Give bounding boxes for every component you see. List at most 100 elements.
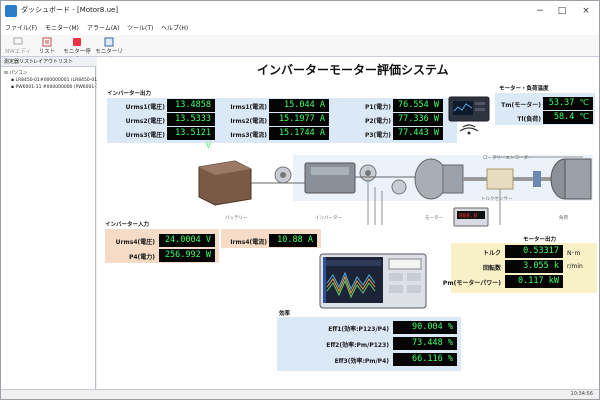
irms1-value: 15.044 A	[269, 99, 329, 112]
eff3-value: 66.116 %	[393, 353, 457, 366]
eff2-value: 73.448 %	[393, 337, 457, 350]
urms4-value: 24.0004 V	[159, 234, 215, 247]
battery-image	[198, 160, 252, 206]
tree-node-logger[interactable]: ▪ LR8450-01#000000001 (LR8450-01#4000	[11, 78, 112, 83]
list-button[interactable]: リスト	[37, 37, 57, 55]
app-icon	[5, 5, 17, 17]
motor-load-temp-title: モーター・負荷温度	[499, 86, 549, 92]
urms1-label: Urms1(電圧)	[125, 104, 165, 111]
battery-label: バッテリー	[225, 216, 248, 221]
torque-sensor-label: トルクセンサー	[481, 197, 513, 202]
p3-value: 77.443 W	[393, 127, 443, 140]
window-title: ダッシュボード - [Motor8.ue]	[21, 6, 119, 14]
system-diagram	[198, 155, 593, 225]
irms3-value: 15.1744 A	[269, 127, 329, 140]
tl-value: 58.4 ℃	[543, 111, 593, 124]
irms3-label: Irms3(電流)	[230, 132, 267, 139]
urms2-label: Urms2(電圧)	[125, 118, 165, 125]
menu-file[interactable]: ファイル(F)	[5, 25, 38, 32]
p1-label: P1(電力)	[364, 104, 391, 111]
data-logger-device	[448, 96, 490, 135]
inverter-label: インバーター	[315, 216, 342, 221]
status-text: 10:34:56	[570, 391, 593, 397]
monitor-list-button[interactable]: モニターリスト	[93, 37, 125, 63]
monitor-list-icon	[104, 37, 114, 47]
menu-tools[interactable]: ツール(T)	[127, 25, 154, 32]
dashboard: インバーターモーター評価システム インバーター出力 Urms1(電圧) 13.4…	[97, 57, 599, 389]
urms1-value: 13.4858 V	[167, 99, 215, 123]
urms4-label: Urms4(電圧)	[115, 239, 155, 246]
menu-help[interactable]: ヘルプ(H)	[161, 25, 189, 32]
eff3-label: Eff3(効率:Pm/P4)	[334, 358, 389, 365]
list-label: リスト	[38, 49, 56, 55]
menu-monitor[interactable]: モニター(M)	[45, 25, 79, 32]
device-icon: ▪	[11, 85, 16, 90]
irms1-label: Irms1(電流)	[230, 104, 267, 111]
p2-value: 77.336 W	[393, 113, 443, 126]
tree-root-label: パソコン	[9, 71, 28, 76]
device-panel: 測定器リスト レイアウトリスト ⊟ パソコン ▪ LR8450-01#00000…	[1, 57, 112, 389]
load-label: 負荷	[559, 216, 568, 221]
tm-value: 53.37 ℃	[543, 97, 593, 110]
power-analyzer-device	[319, 253, 427, 309]
tab-layout-list[interactable]: レイアウトリスト	[33, 59, 74, 65]
irms4-label: Irms4(電流)	[230, 239, 267, 246]
list-icon	[42, 37, 52, 47]
svg-text:888.8: 888.8	[459, 213, 477, 220]
panel-tabs: 測定器リスト レイアウトリスト	[1, 57, 96, 67]
efficiency-title: 効率	[279, 311, 291, 317]
inverter-output-title: インバーター出力	[107, 91, 152, 97]
eff1-label: Eff1(効率:P123/P4)	[328, 326, 389, 333]
motor-output-title: モーター出力	[523, 237, 557, 243]
dashboard-title: インバーターモーター評価システム	[257, 63, 449, 77]
eff2-label: Eff2(効率:Pm/P123)	[326, 342, 389, 349]
tree-node-power-analyzer-label: PW6001-11 #000000000 (PW6001-11 #C	[15, 85, 110, 90]
urms3-label: Urms3(電圧)	[125, 132, 165, 139]
rpm-label: 回転数	[482, 265, 501, 272]
p1-value: 76.554 W	[393, 99, 443, 112]
eff1-value: 90.004 %	[393, 321, 457, 334]
load-image	[550, 158, 592, 200]
minimize-button[interactable]: −	[536, 6, 544, 16]
tm-label: Tm(モーター)	[501, 102, 541, 109]
status-bar: 10:34:56	[1, 389, 599, 399]
title-bar: ダッシュボード - [Motor8.ue] − □ ×	[1, 1, 599, 21]
device-icon: ▪	[11, 78, 16, 83]
urms3-value: 13.5121 V	[167, 127, 215, 151]
menu-bar: ファイル(F) モニター(M) アラーム(A) ツール(T) ヘルプ(H)	[1, 21, 599, 35]
p4-value: 256.992 W	[159, 249, 215, 262]
tree-root[interactable]: ⊟ パソコン	[4, 70, 27, 76]
minus-icon: ⊟	[4, 71, 10, 76]
stop-icon	[73, 38, 81, 46]
inverter-image	[304, 162, 356, 194]
tab-device-list[interactable]: 測定器リスト	[4, 59, 35, 65]
p2-label: P2(電力)	[364, 118, 391, 125]
rpm-value: 3.055 k	[505, 260, 563, 273]
rpm-unit: r/min	[567, 263, 583, 270]
torque-meter-device: 888.8	[453, 207, 489, 227]
motor-image	[414, 158, 464, 200]
pm-label: Pm(モーターパワー)	[442, 280, 501, 287]
network-icon	[13, 37, 23, 45]
irms2-value: 15.1977 A	[269, 113, 329, 126]
irms2-label: Irms2(電流)	[230, 118, 267, 125]
p4-label: P4(電力)	[128, 254, 155, 261]
torque-unit: N･m	[567, 250, 581, 257]
monitor-stop-button[interactable]: モニター停止	[63, 37, 91, 63]
menu-alarm[interactable]: アラーム(A)	[87, 25, 120, 32]
urms2-value: 13.5333 V	[167, 113, 215, 137]
rotary-encoder-label: ロータリーエンコーダー	[483, 156, 533, 161]
toolbar: NWエディタ リスト モニター停止 モニターリスト	[1, 35, 599, 63]
irms4-value: 10.88 A	[269, 234, 317, 247]
maximize-button[interactable]: □	[557, 6, 567, 16]
pm-value: 0.117 kW	[505, 275, 563, 288]
torque-value: 0.53317	[505, 245, 563, 258]
close-button[interactable]: ×	[582, 6, 590, 16]
p3-label: P3(電力)	[364, 132, 391, 139]
nw-editor-button[interactable]: NWエディタ	[3, 37, 33, 63]
tree-node-power-analyzer[interactable]: ▪ PW6001-11 #000000000 (PW6001-11 #C	[11, 85, 110, 90]
motor-label: モーター	[425, 216, 443, 221]
inverter-input-title: インバーター入力	[105, 222, 150, 228]
tl-label: Tl(負荷)	[517, 116, 541, 123]
